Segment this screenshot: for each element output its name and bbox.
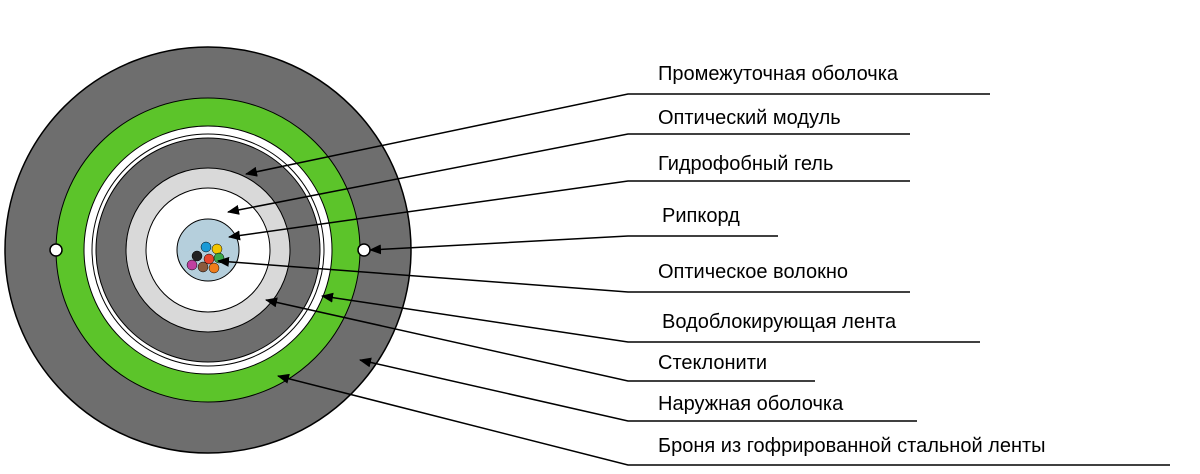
optical-fiber-6 [186, 259, 198, 271]
label-ripcord: Рипкорд [662, 205, 740, 227]
leader-glass-yarn [265, 297, 815, 382]
optical-fibers [186, 241, 225, 274]
leader-ripcord [369, 235, 778, 255]
label-glass-yarn: Стеклонити [658, 352, 767, 374]
cable-cross-section [4, 46, 412, 454]
leader-outer-sheath [359, 357, 917, 422]
leader-optical-module [227, 133, 910, 215]
leader-water-blocking-tape [321, 292, 980, 343]
leader-hydrophobic-gel [228, 180, 910, 241]
leader-intermediate-sheath [245, 93, 990, 177]
leader-optical-fiber [217, 256, 910, 293]
ripcord-left [49, 243, 63, 257]
optical-fiber-7 [191, 250, 203, 262]
label-optical-fiber: Оптическое волокно [658, 261, 848, 283]
optical-fiber-5 [197, 261, 209, 273]
label-outer-sheath: Наружная оболочка [658, 393, 844, 415]
optical-fiber-2 [211, 243, 223, 255]
leader-lines [217, 93, 1170, 466]
leader-armor [277, 373, 1170, 466]
optical-fiber-4 [208, 262, 220, 274]
label-intermediate-sheath: Промежуточная оболочка [658, 63, 899, 85]
label-armor: Броня из гофрированной стальной ленты [658, 435, 1046, 457]
label-water-blocking-tape: Водоблокирующая лента [662, 311, 897, 333]
label-hydrophobic-gel: Гидрофобный гель [658, 153, 833, 175]
ripcord-right [357, 243, 371, 257]
labels: Промежуточная оболочка Оптический модуль… [658, 63, 1046, 457]
optical-fiber-1 [200, 241, 212, 253]
label-optical-module: Оптический модуль [658, 107, 841, 129]
